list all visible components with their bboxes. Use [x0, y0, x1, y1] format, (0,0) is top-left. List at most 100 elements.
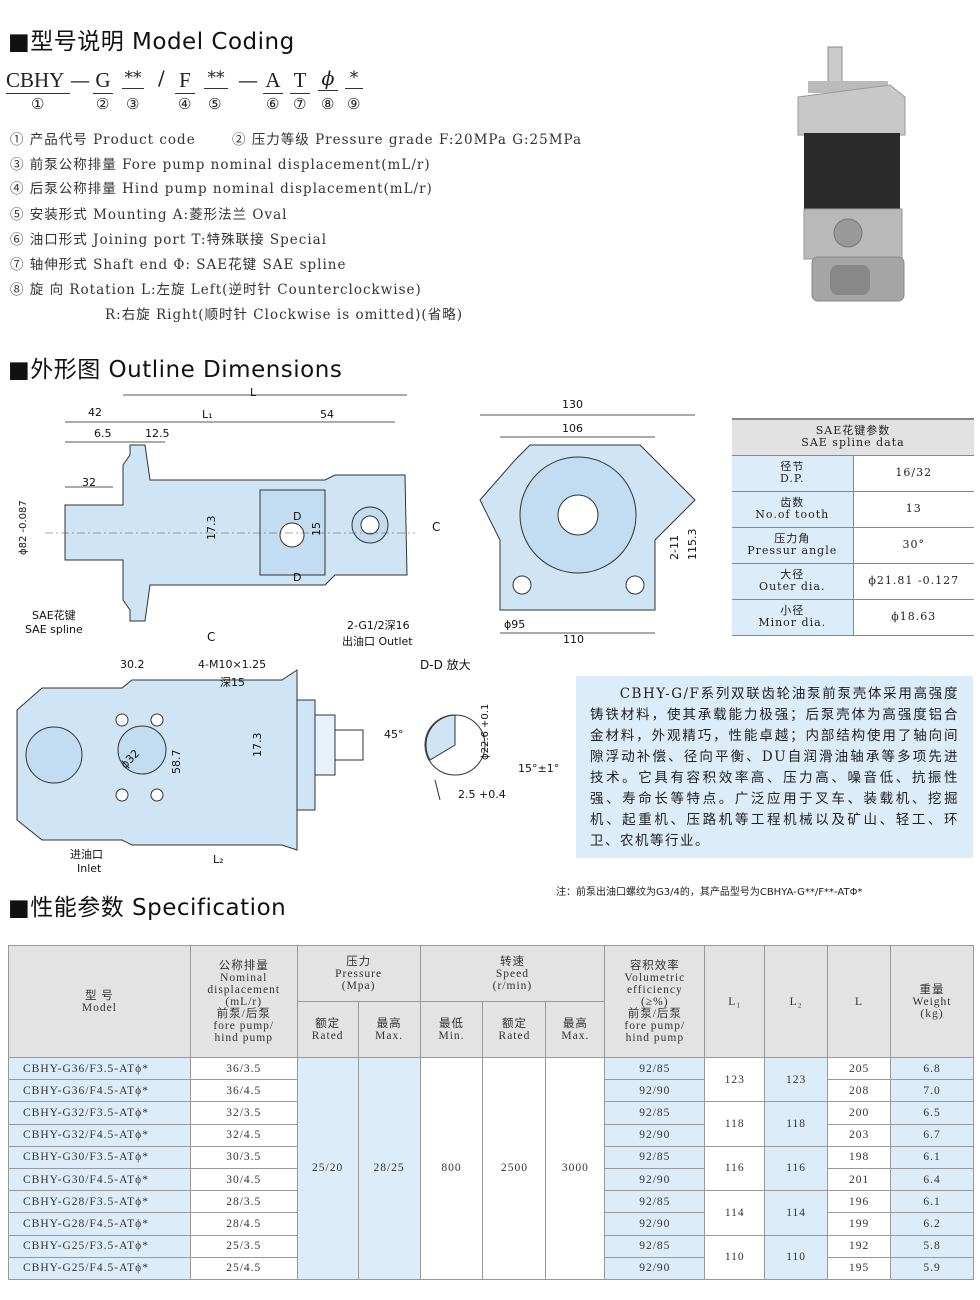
L-cell: 196	[827, 1190, 892, 1214]
efficiency-cell: 92/85	[604, 1145, 706, 1169]
displacement-cell: 28/3.5	[189, 1190, 298, 1214]
col-L2: L₂	[764, 945, 829, 1058]
efficiency-cell: 92/90	[604, 1123, 706, 1147]
weight-cell: 6.1	[890, 1145, 974, 1169]
speed-rated-cell: 2500	[482, 1057, 547, 1280]
angle-15: 15°±1°	[518, 762, 560, 775]
heading-outline: ■外形图 Outline Dimensions	[8, 357, 343, 383]
model-cell: CBHY-G32/F3.5-ATϕ*	[8, 1101, 191, 1125]
section-D-bottom: D	[293, 571, 302, 584]
L1-cell: 123	[704, 1056, 766, 1103]
speed-max-cell: 3000	[545, 1057, 606, 1280]
inlet-label-en: Inlet	[77, 862, 102, 875]
angle-45: 45°	[384, 728, 404, 741]
detail-DD-drawing	[424, 714, 486, 800]
efficiency-cell: 92/85	[604, 1234, 706, 1258]
L2-cell: 110	[764, 1234, 829, 1280]
weight-cell: 6.7	[890, 1123, 974, 1147]
col-weight: 重量 Weight (kg)	[890, 945, 974, 1058]
L-cell: 192	[827, 1234, 892, 1258]
model-cell: CBHY-G32/F4.5-ATϕ*	[8, 1123, 191, 1147]
dim-17-3: 17.3	[205, 515, 218, 541]
view-C-arrow: C	[432, 520, 441, 534]
L2-cell: 116	[764, 1145, 829, 1192]
col-pressure-rated: 额定 Rated	[296, 1001, 359, 1058]
L-cell: 195	[827, 1256, 892, 1280]
dim-L2: L₂	[213, 853, 224, 866]
L-cell: 201	[827, 1167, 892, 1192]
efficiency-cell: 92/90	[604, 1256, 706, 1280]
weight-cell: 6.1	[890, 1190, 974, 1214]
L1-cell: 110	[704, 1234, 766, 1280]
col-pressure: 压力 Pressure (Mpa)	[296, 945, 421, 1002]
L1-cell: 116	[704, 1145, 766, 1192]
dim-42: 42	[88, 406, 102, 419]
side-view-drawing	[45, 394, 415, 622]
displacement-cell: 25/3.5	[189, 1234, 298, 1258]
sae-spline-label-cn: SAE花键	[32, 609, 76, 622]
weight-cell: 5.9	[890, 1256, 974, 1280]
dim-106: 106	[562, 422, 583, 435]
displacement-cell: 36/3.5	[189, 1056, 298, 1081]
dim-110: 110	[563, 633, 584, 646]
displacement-cell: 32/4.5	[189, 1123, 298, 1147]
dim-6-5: 6.5	[94, 427, 112, 440]
col-speed: 转速 Speed (r/min)	[419, 945, 606, 1002]
weight-cell: 7.0	[890, 1079, 974, 1103]
dim-phi95: ϕ95	[504, 618, 526, 631]
efficiency-cell: 92/90	[604, 1167, 706, 1192]
L-cell: 198	[827, 1145, 892, 1169]
weight-cell: 5.8	[890, 1234, 974, 1258]
outlet-label: 出油口 Outlet	[342, 635, 413, 648]
displacement-cell: 28/4.5	[189, 1212, 298, 1236]
view-C-label: C	[207, 630, 216, 644]
top-view-drawing	[16, 669, 364, 851]
model-cell: CBHY-G30/F4.5-ATϕ*	[8, 1167, 191, 1192]
dim-17-3b: 17.3	[251, 732, 264, 758]
sae-spline-label-en: SAE spline	[25, 623, 83, 636]
speed-min-cell: 800	[419, 1057, 484, 1280]
col-model: 型 号 Model	[8, 945, 191, 1058]
thread-label: 4-M10×1.25	[198, 658, 267, 671]
L-cell: 205	[827, 1056, 892, 1081]
model-cell: CBHY-G28/F4.5-ATϕ*	[8, 1212, 191, 1236]
weight-cell: 6.8	[890, 1056, 974, 1081]
weight-cell: 6.2	[890, 1212, 974, 1236]
L1-cell: 118	[704, 1101, 766, 1147]
port-label: 2-G1/2深16	[347, 619, 410, 632]
gear-pump-photo	[797, 46, 906, 302]
col-speed-min: 最低 Min.	[419, 1001, 484, 1058]
section-D-top: D	[293, 510, 302, 523]
footnote: 注：前泵出油口螺纹为G3/4的，其产品型号为CBHYA-G**/F**-ATΦ*	[556, 887, 863, 898]
weight-cell: 6.4	[890, 1167, 974, 1192]
L2-cell: 123	[764, 1056, 829, 1103]
weight-cell: 6.5	[890, 1101, 974, 1125]
displacement-cell: 32/3.5	[189, 1101, 298, 1125]
L-cell: 208	[827, 1079, 892, 1103]
displacement-cell: 36/4.5	[189, 1079, 298, 1103]
depth-label: 深15	[220, 676, 245, 689]
col-speed-rated: 额定 Rated	[482, 1001, 547, 1058]
dim-54: 54	[320, 408, 334, 421]
pressure-rated-cell: 25/20	[296, 1057, 359, 1280]
dim-12-5: 12.5	[145, 427, 170, 440]
L2-cell: 118	[764, 1101, 829, 1147]
product-description: CBHY-G/F系列双联齿轮油泵前泵壳体采用高强度铸铁材料，使其承载能力极强；后…	[576, 676, 973, 858]
dim-30-2: 30.2	[120, 658, 145, 671]
L2-cell: 114	[764, 1190, 829, 1236]
col-displacement: 公称排量 Nominal displacement (mL/r) 前泵/后泵 f…	[189, 945, 298, 1058]
heading-spec: ■性能参数 Specification	[8, 895, 287, 921]
dim-2-5: 2.5 +0.4	[458, 788, 506, 801]
